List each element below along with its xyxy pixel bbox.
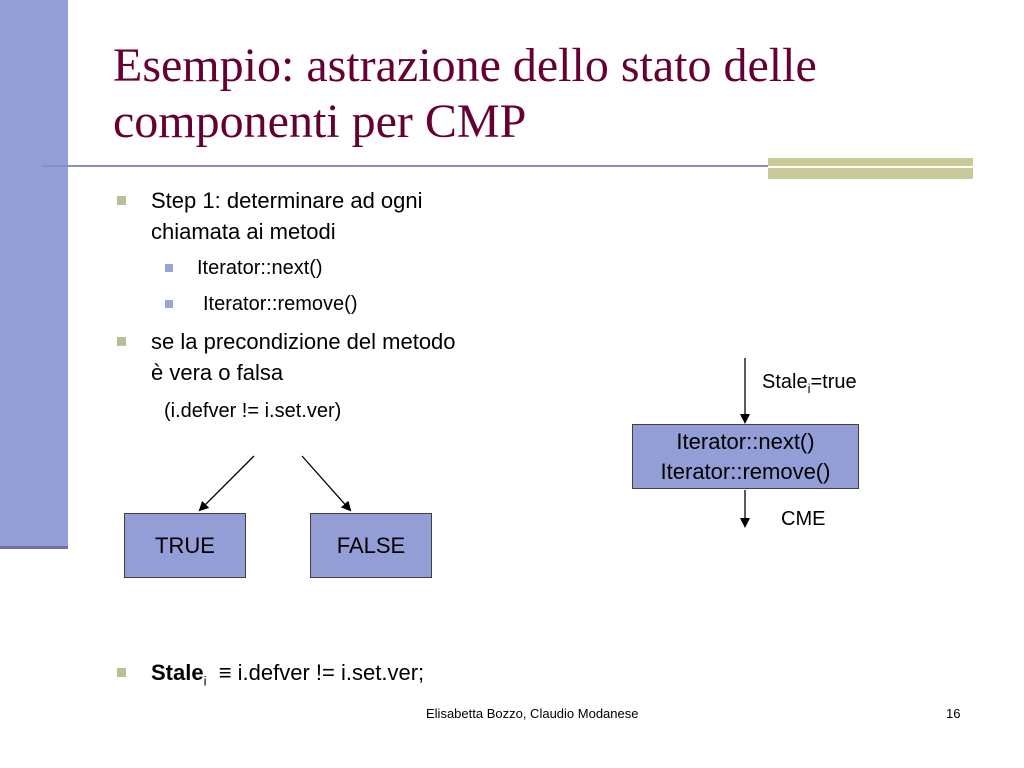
sub-bullet-remove: Iterator::remove()	[203, 293, 358, 315]
iterator-box-line2: Iterator::remove()	[660, 458, 831, 484]
bullet-stale-definition: Stalei ≡ i.defver != i.set.ver;	[151, 660, 425, 689]
title-accent-line	[768, 166, 973, 168]
bullet-cond-expr: (i.defver != i.set.ver)	[164, 400, 342, 422]
bullet-step1-line2: chiamata ai metodi	[151, 219, 336, 244]
arrow-to-false	[301, 455, 352, 512]
footer-authors: Elisabetta Bozzo, Claudio Modanese	[426, 706, 639, 721]
false-box: FALSE	[310, 513, 432, 578]
slide-title: Esempio: astrazione dello stato delle co…	[113, 39, 817, 148]
iterator-box-line1: Iterator::next()	[676, 428, 815, 454]
bullet-step1-line1: Step 1: determinare ad ogni	[151, 188, 423, 213]
bullet-marker	[117, 196, 126, 205]
bullet-marker	[117, 668, 126, 677]
sub-bullet-marker	[165, 264, 173, 272]
left-decor-bar-edge	[0, 546, 68, 549]
bullet-cond-line1: se la precondizione del metodo	[151, 329, 456, 354]
iterator-methods-box: Iterator::next() Iterator::remove()	[632, 424, 859, 489]
footer-page-number: 16	[946, 706, 961, 721]
sub-bullet-marker	[165, 300, 173, 308]
title-accent-bar	[768, 158, 973, 179]
sub-bullet-next: Iterator::next()	[197, 257, 323, 279]
bullet-marker	[117, 337, 126, 346]
cme-output-label: CME	[781, 508, 826, 530]
title-divider	[42, 165, 972, 167]
left-decor-bar	[0, 0, 68, 546]
stale-input-label: Stalei=true	[762, 371, 857, 396]
true-box: TRUE	[124, 513, 246, 578]
bullet-cond-line2: è vera o falsa	[151, 360, 284, 385]
arrow-to-true	[198, 455, 255, 512]
